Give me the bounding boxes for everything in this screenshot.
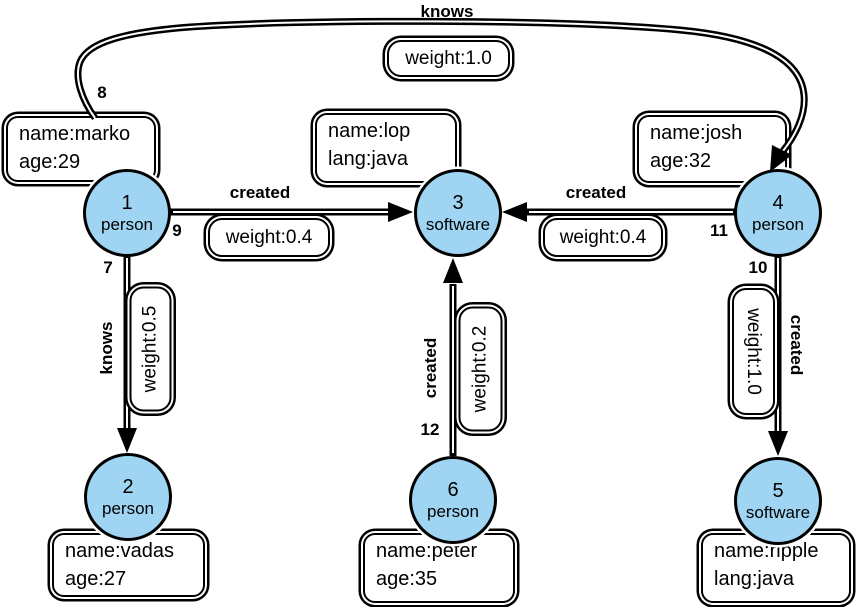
vertex-id: 3 bbox=[452, 192, 464, 215]
vertex-label: person bbox=[427, 501, 479, 521]
edge-id-8: 8 bbox=[97, 83, 107, 102]
edge-id-12: 12 bbox=[420, 420, 440, 439]
property-line: name:marko bbox=[19, 123, 131, 145]
edge-7-arrowhead-icon bbox=[117, 428, 137, 453]
weight-value: weight:0.2 bbox=[469, 325, 491, 413]
vertex-id: 2 bbox=[122, 476, 134, 499]
weight-value: weight:0.5 bbox=[139, 305, 161, 393]
vertex-label: person bbox=[101, 214, 153, 234]
weight-box-knows-1-4: weight:1.0 bbox=[387, 40, 510, 77]
property-line: age:27 bbox=[65, 567, 127, 590]
vertex-id: 6 bbox=[447, 479, 459, 502]
vertex-id: 4 bbox=[772, 192, 784, 215]
weight-value: weight:0.4 bbox=[225, 226, 313, 248]
vertex-label: person bbox=[752, 214, 804, 234]
vertex-5: 5 software bbox=[734, 457, 822, 545]
edge-id-9: 9 bbox=[172, 221, 182, 240]
vertex-id: 1 bbox=[121, 192, 133, 215]
weight-value: weight:1.0 bbox=[743, 308, 765, 395]
property-line: name:peter bbox=[376, 540, 478, 562]
property-line: age:35 bbox=[376, 567, 438, 590]
edge-label-created-6-3: created bbox=[421, 337, 440, 399]
props-box-peter: name:peter age:35 bbox=[363, 533, 515, 603]
edge-label-created-4-3: created bbox=[565, 183, 627, 202]
property-line: lang:java bbox=[328, 147, 409, 170]
weight-box-created-1-3: weight:0.4 bbox=[208, 218, 330, 257]
property-line: name:lop bbox=[328, 120, 411, 142]
edge-id-11: 11 bbox=[710, 221, 728, 240]
edge-label-created-1-3: created bbox=[229, 183, 291, 202]
edge-label-knows-1-4: knows bbox=[420, 2, 474, 21]
edge-label-created-4-5: created bbox=[787, 314, 806, 376]
property-line: name:vadas bbox=[65, 540, 174, 562]
edge-label-knows-1-2: knows bbox=[97, 321, 116, 375]
vertex-1: 1 person bbox=[83, 169, 171, 257]
edge-11-arrowhead-icon bbox=[502, 202, 527, 222]
props-box-vadas: name:vadas age:27 bbox=[52, 533, 205, 597]
edge-10-arrowhead-icon bbox=[768, 431, 788, 456]
props-box-lop: name:lop lang:java bbox=[315, 113, 457, 183]
vertex-label: software bbox=[745, 502, 811, 522]
weight-box-knows-1-2: weight:0.5 bbox=[129, 286, 172, 412]
weight-box-created-6-3: weight:0.2 bbox=[458, 306, 503, 432]
vertex-6: 6 person bbox=[409, 456, 497, 544]
property-line: age:29 bbox=[19, 150, 81, 173]
vertex-id: 5 bbox=[772, 480, 784, 503]
edge-9-arrowhead-icon bbox=[388, 202, 413, 222]
weight-box-created-4-3: weight:0.4 bbox=[543, 218, 663, 257]
vertex-3: 3 software bbox=[414, 169, 502, 257]
property-line: age:32 bbox=[650, 149, 712, 172]
property-line: name:ripple bbox=[714, 540, 819, 562]
vertex-label: software bbox=[425, 214, 491, 234]
edge-id-10: 10 bbox=[748, 258, 768, 277]
vertex-label: person bbox=[102, 498, 154, 518]
weight-value: weight:0.4 bbox=[559, 226, 647, 248]
edge-12-arrowhead-icon bbox=[443, 258, 463, 283]
weight-value: weight:1.0 bbox=[405, 47, 492, 69]
weight-box-created-4-5: weight:1.0 bbox=[732, 288, 775, 415]
vertex-4: 4 person bbox=[734, 169, 822, 257]
vertex-2: 2 person bbox=[84, 453, 172, 541]
property-line: lang:java bbox=[714, 567, 795, 590]
property-line: name:josh bbox=[650, 122, 743, 144]
edge-id-7: 7 bbox=[103, 258, 113, 277]
